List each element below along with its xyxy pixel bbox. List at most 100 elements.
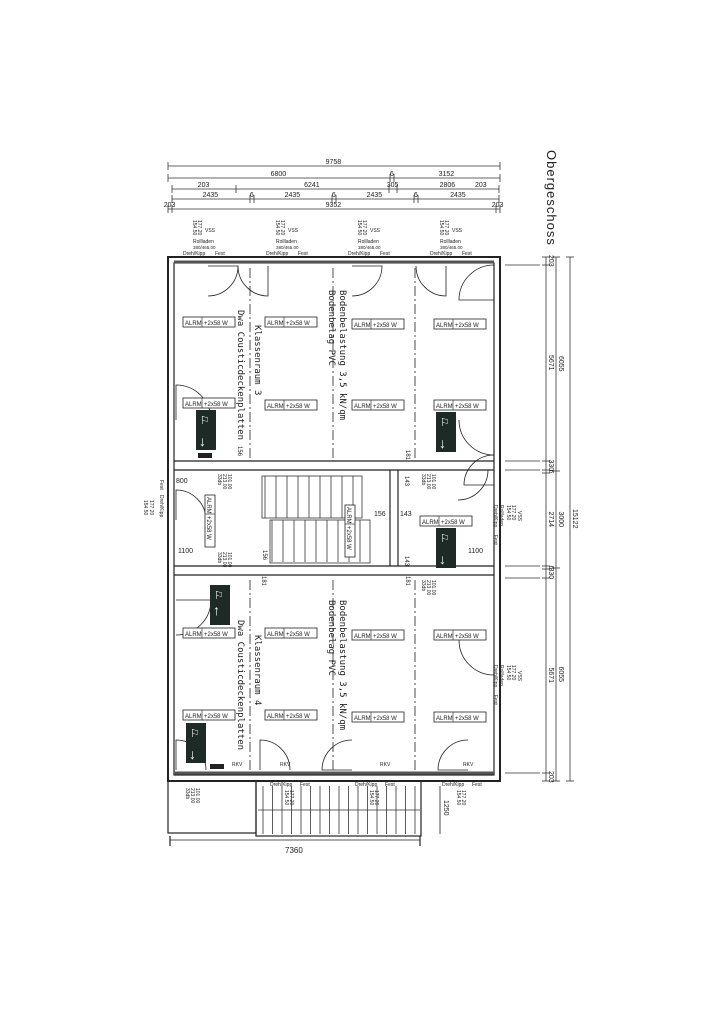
- fixture-type: ALRM: [185, 402, 202, 408]
- emergency-exit-sign: ⚐↓: [196, 410, 216, 450]
- window-sill-height: 177.20: [510, 505, 516, 521]
- door-height: 213.00: [221, 552, 227, 568]
- window-shutter: Rollladen: [193, 239, 214, 245]
- window-shutter-size: 380/465.00: [276, 245, 299, 250]
- light-fixture: ALRM+2x58 W: [182, 316, 236, 328]
- arrow-up-icon: ↑: [213, 602, 220, 618]
- running-man-icon: ⚐: [200, 415, 210, 427]
- dimension-depth: 1250: [442, 800, 449, 816]
- light-fixture: ALRM+2x58 W: [351, 399, 405, 411]
- light-fixture: ALRM+2x58 W: [344, 504, 356, 558]
- dimension-label: 2435: [203, 192, 219, 199]
- door-swing: [457, 469, 489, 501]
- dimension-label: 2435: [367, 192, 383, 199]
- dimension-label: 2435: [285, 192, 301, 199]
- dimension-label: 6055: [557, 356, 564, 372]
- fixture-type: ALRM: [267, 404, 284, 410]
- window-shutter: Rollladen: [276, 239, 297, 245]
- window-head-height: 154.50: [505, 665, 511, 681]
- door-height: 213.00: [425, 474, 431, 490]
- dimension-label: 203: [547, 255, 554, 267]
- radiator-label: RKV: [280, 762, 291, 768]
- window-code: VSS: [288, 228, 299, 234]
- window-tilt: Dreh/Kipp: [158, 495, 164, 517]
- fixture-type: ALRM: [185, 714, 202, 720]
- walls: [167, 256, 501, 846]
- radiator-block: [198, 453, 212, 458]
- window-tilt: Dreh/Kipp: [492, 505, 498, 527]
- arrow-down-icon: ↓: [439, 551, 446, 567]
- fixture-box: [182, 316, 236, 328]
- window-tilt: Dreh/Kipp: [270, 782, 292, 788]
- door-acoustic: 33db: [216, 552, 222, 563]
- fixture-box: [351, 399, 405, 411]
- window-fixed: Fest: [158, 480, 164, 490]
- fixture-power: +2x58 W: [345, 526, 351, 550]
- window-head-height: 154.50: [505, 505, 511, 521]
- light-fixture: ALRM+2x58 W: [264, 399, 318, 411]
- fixture-box: [182, 709, 236, 721]
- fixture-box: [433, 399, 487, 411]
- window-code: VSS: [516, 511, 522, 522]
- window-tilt: Dreh/Kipp: [492, 665, 498, 687]
- dimension-label: 6055: [557, 667, 564, 683]
- door-swing: [321, 739, 353, 771]
- stair-flight: [261, 475, 363, 519]
- window-shutter: Rollladen: [358, 239, 379, 245]
- dimension-label: 6: [547, 566, 554, 570]
- fixture-box: [433, 318, 487, 330]
- exit-sign-plate: [196, 410, 216, 450]
- fixture-power: +2x58 W: [373, 716, 397, 722]
- dimension-door: 1100: [468, 548, 483, 555]
- dimension-label: 330: [547, 460, 554, 472]
- dimension-label: 9758: [326, 159, 342, 166]
- dimension-label: 203: [198, 182, 210, 189]
- dimension-wall: 156: [261, 550, 267, 561]
- room-ceiling: Dwa Cousticdeckenplatten: [235, 620, 245, 750]
- door-swing: [463, 454, 495, 486]
- dimension-wall: 181: [260, 576, 266, 587]
- window-fixed: Fest: [492, 695, 498, 705]
- fixture-box: [182, 397, 236, 409]
- exit-sign-plate: [436, 528, 456, 568]
- room-floor-covering: Bodenbelag PVC: [326, 290, 336, 366]
- radiator-label: RKV: [463, 762, 474, 768]
- floor-title: Obergeschoss: [544, 150, 559, 246]
- external-stair-landing: [255, 780, 422, 837]
- dimension-label: 3152: [439, 171, 455, 178]
- fixture-power: +2x58 W: [455, 634, 479, 640]
- window-sill-height: 177.20: [279, 220, 285, 236]
- window-fixed: Fest: [462, 251, 472, 257]
- window-head-height: 154.50: [142, 500, 148, 516]
- door-swing: [437, 739, 469, 771]
- door-height: 101.00: [226, 474, 232, 490]
- window-shutter-size: 380/465.00: [440, 245, 463, 250]
- door-swing: [415, 265, 447, 297]
- fixture-type: ALRM: [185, 321, 202, 327]
- fixture-box: [264, 627, 318, 639]
- fixture-box: [204, 494, 216, 548]
- running-man-icon: ⚐: [440, 417, 450, 429]
- door-swing: [351, 265, 383, 297]
- dimension-wall: 181: [404, 576, 410, 587]
- window-head-height: 154.50: [356, 220, 362, 236]
- stairs: [258, 475, 420, 834]
- light-fixture: ALRM+2x58 W: [433, 318, 487, 330]
- window-head-height: 154.50: [274, 220, 280, 236]
- room-name: Klassenraum 4: [252, 635, 262, 705]
- room-name: Klassenraum 3: [252, 325, 262, 395]
- window-shutter: Rollladen: [440, 239, 461, 245]
- emergency-exit-sign: ⚐↓: [186, 723, 206, 763]
- door-acoustic: 33db: [420, 580, 426, 591]
- emergency-exit-sign: ⚐↑: [210, 585, 230, 625]
- window-tilt: Dreh/Kipp: [266, 251, 288, 257]
- fixture-type: ALRM: [436, 323, 453, 329]
- door-height: 101.00: [430, 580, 436, 596]
- fixture-box: [419, 515, 473, 527]
- window-sill-height: 177.20: [510, 665, 516, 681]
- fixture-power: +2x58 W: [205, 516, 211, 540]
- light-fixture: ALRM+2x58 W: [433, 399, 487, 411]
- window-code: VSS: [205, 228, 216, 234]
